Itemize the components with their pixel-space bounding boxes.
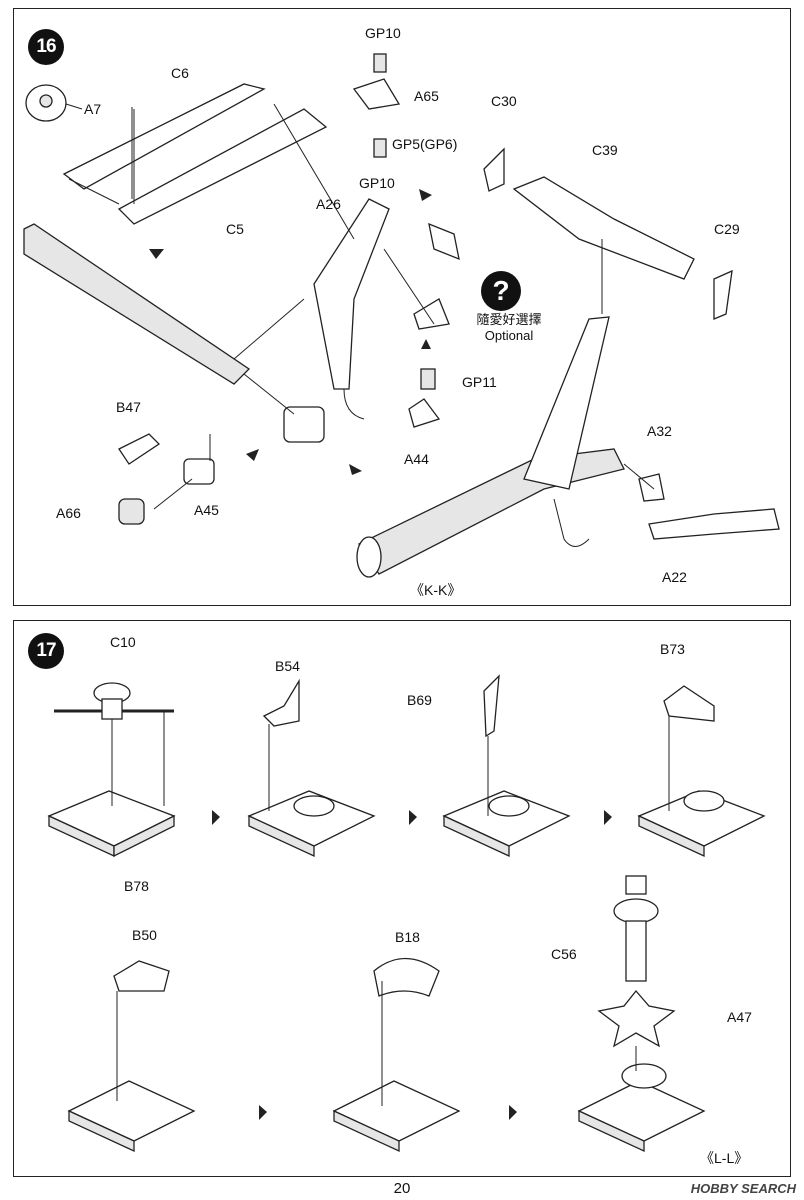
base-5 bbox=[67, 1080, 196, 1153]
optional-mount-part bbox=[413, 298, 450, 330]
label-c29: C29 bbox=[714, 221, 740, 237]
question-icon: ? bbox=[481, 271, 521, 311]
a45-part bbox=[183, 458, 215, 485]
base-7 bbox=[577, 1063, 706, 1153]
assembled-tail-boom bbox=[358, 448, 625, 575]
tail-boom-part bbox=[23, 223, 251, 385]
c6-part bbox=[62, 83, 266, 190]
step-17-panel: 17 bbox=[13, 620, 791, 1177]
base-6 bbox=[332, 1080, 461, 1153]
label-c56: C56 bbox=[551, 946, 577, 962]
label-c6: C6 bbox=[171, 65, 189, 81]
b54-part bbox=[262, 678, 300, 727]
label-gp11: GP11 bbox=[462, 374, 497, 390]
optional-chinese-text: 隨愛好選擇 bbox=[476, 312, 542, 327]
label-b18: B18 bbox=[395, 929, 420, 945]
watermark: HOBBY SEARCH bbox=[690, 1181, 796, 1196]
b78-base-1 bbox=[47, 790, 176, 858]
label-b54: B54 bbox=[275, 658, 300, 674]
label-a65: A65 bbox=[414, 88, 439, 104]
label-c5: C5 bbox=[226, 221, 244, 237]
label-gp10-bottom: GP10 bbox=[359, 175, 395, 191]
view-label-l-l: 《L-L》 bbox=[700, 1150, 749, 1166]
label-a26: A26 bbox=[316, 196, 341, 212]
c56-part bbox=[613, 875, 659, 982]
label-a45: A45 bbox=[194, 502, 219, 518]
a47-part bbox=[597, 989, 676, 1048]
b47-part bbox=[118, 433, 161, 465]
c10-part bbox=[54, 682, 174, 720]
c39-part bbox=[512, 176, 695, 280]
optional-english-text: Optional bbox=[484, 327, 534, 343]
optional-note: 隨愛好選擇 Optional bbox=[469, 312, 549, 343]
base-4 bbox=[637, 790, 766, 858]
label-a32: A32 bbox=[647, 423, 672, 439]
b18-part bbox=[373, 958, 440, 997]
label-a44: A44 bbox=[404, 451, 429, 467]
c5-part bbox=[117, 108, 328, 225]
a66-part bbox=[118, 498, 145, 525]
label-c30: C30 bbox=[491, 93, 517, 109]
b69-part bbox=[483, 674, 500, 738]
gearbox-part bbox=[283, 406, 325, 443]
step-number-badge: 16 bbox=[28, 29, 64, 65]
label-a22: A22 bbox=[662, 569, 687, 585]
a65-part bbox=[352, 78, 401, 110]
base-3 bbox=[442, 790, 571, 858]
label-c10: C10 bbox=[110, 634, 136, 650]
base-2 bbox=[247, 790, 376, 858]
gp11-part bbox=[420, 368, 436, 390]
label-b47: B47 bbox=[116, 399, 141, 415]
label-b78: B78 bbox=[124, 878, 149, 894]
step-number-badge: 17 bbox=[28, 633, 64, 669]
label-b73: B73 bbox=[660, 641, 685, 657]
label-b69: B69 bbox=[407, 692, 432, 708]
label-gp5-gp6: GP5(GP6) bbox=[392, 136, 458, 152]
b73-part bbox=[663, 685, 715, 722]
step-17-illustration bbox=[47, 674, 766, 1153]
a44-part bbox=[408, 398, 441, 428]
a22-part bbox=[648, 508, 780, 540]
label-a47: A47 bbox=[727, 1009, 752, 1025]
assembled-tail-fin bbox=[523, 316, 610, 490]
gp10-bottom-part bbox=[373, 138, 387, 158]
a26-part bbox=[313, 198, 390, 390]
label-b50: B50 bbox=[132, 927, 157, 943]
step-16-illustration bbox=[23, 53, 780, 578]
optional-bracket-part bbox=[428, 222, 460, 261]
c30-part bbox=[483, 147, 505, 192]
label-a66: A66 bbox=[56, 505, 81, 521]
gp10-top-part bbox=[373, 53, 387, 73]
view-label-k-k: 《K-K》 bbox=[410, 582, 462, 598]
step-16-panel: 16 bbox=[13, 8, 791, 606]
label-c39: C39 bbox=[592, 142, 618, 158]
label-gp10-top: GP10 bbox=[365, 25, 401, 41]
b50-part bbox=[113, 960, 170, 992]
page-number: 20 bbox=[393, 1180, 411, 1197]
label-a7: A7 bbox=[84, 101, 102, 117]
c29-part bbox=[713, 269, 733, 320]
